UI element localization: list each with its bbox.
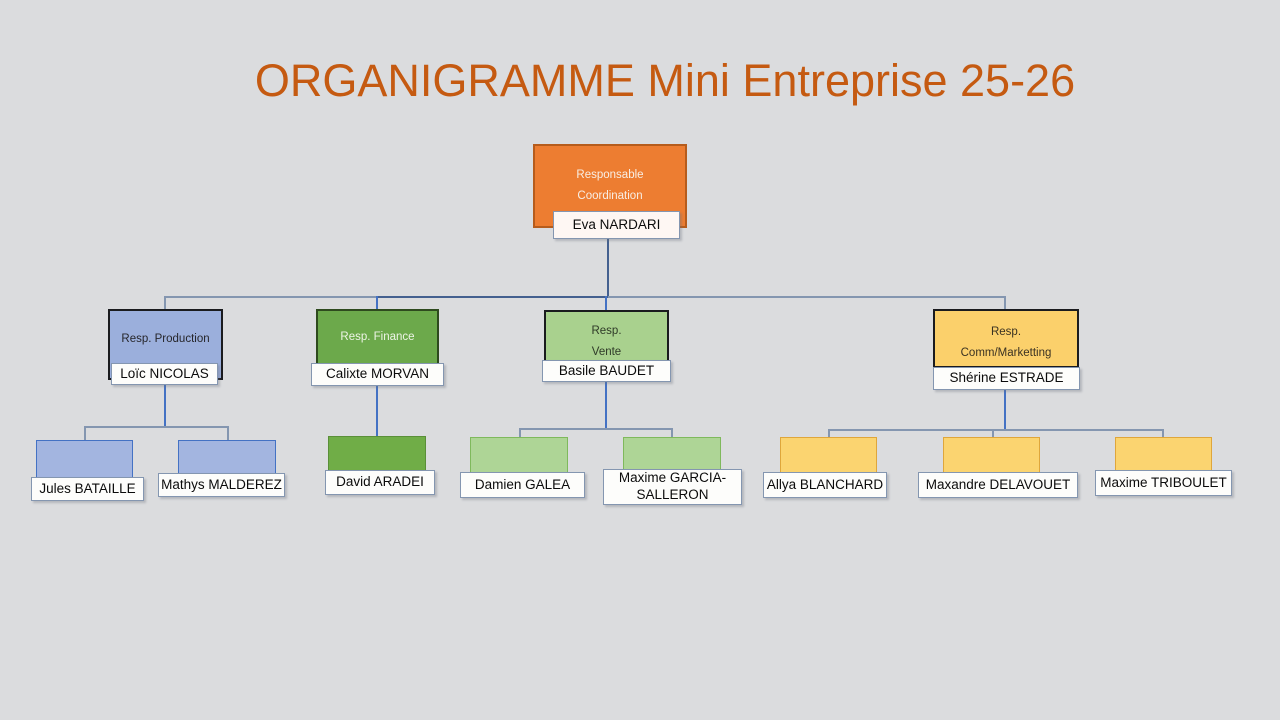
nameplate-calixte-morvan: Calixte MORVAN [311,363,444,386]
connector-drop-damien [519,428,521,438]
node-member-mathys [178,440,276,478]
role-label: Resp. Finance [340,331,415,343]
connector-drop-maxime-gs [671,428,673,438]
person-name: Mathys MALDEREZ [161,476,282,492]
node-resp-vente: Resp. Vente [544,310,669,368]
nameplate-maxime-garcia-salleron: Maxime GARCIA-SALLERON [603,469,742,505]
node-member-damien [470,437,568,473]
connector-comm-vertical [1004,390,1006,431]
connector-drop-production [164,296,166,310]
role-label: Comm/Marketting [960,347,1052,359]
person-name: Damien GALEA [474,476,571,492]
connector-drop-vente [605,296,607,311]
connector-production-bus [84,426,229,428]
page-title: ORGANIGRAMME Mini Entreprise 25-26 [254,55,1076,106]
nameplate-eva-nardari: Eva NARDARI [553,211,680,239]
connector-root-vertical [607,239,609,296]
person-name: Maxandre DELAVOUET [925,476,1071,492]
node-member-david [328,436,426,473]
node-member-maxime-t [1115,437,1212,473]
role-label: Responsable [576,169,644,181]
nameplate-sherine-estrade: Shérine ESTRADE [933,367,1080,390]
person-name: Jules BATAILLE [39,480,136,496]
connector-drop-david [376,386,378,436]
role-label: Vente [591,346,622,358]
connector-level1-bus-center [376,296,608,298]
connector-drop-maxime-t [1162,429,1164,438]
nameplate-maxandre-delavouet: Maxandre DELAVOUET [918,472,1078,498]
node-member-maxandre [943,437,1040,473]
node-resp-comm-marketting: Resp. Comm/Marketting [933,309,1079,368]
person-name: Maxime TRIBOULET [1100,474,1227,490]
person-name: David ARADEI [336,474,424,490]
node-member-maxime-gs [623,437,721,473]
person-name: Basile BAUDET [558,362,655,378]
connector-production-vertical [164,385,166,427]
role-label: Resp. [990,326,1022,338]
role-label: Resp. Production [121,333,210,345]
nameplate-mathys-malderez: Mathys MALDEREZ [158,473,285,497]
person-name: Shérine ESTRADE [949,370,1064,386]
role-label: Coordination [577,190,643,202]
nameplate-loic-nicolas: Loïc NICOLAS [111,363,218,385]
node-member-allya [780,437,877,473]
connector-vente-vertical [605,382,607,430]
connector-drop-maxandre [992,429,994,438]
nameplate-maxime-triboulet: Maxime TRIBOULET [1095,470,1232,496]
nameplate-david-aradei: David ARADEI [325,470,435,495]
node-resp-finance: Resp. Finance [316,309,439,365]
node-member-jules [36,440,133,478]
role-label: Resp. [591,325,622,337]
nameplate-allya-blanchard: Allya BLANCHARD [763,472,887,498]
connector-comm-bus [828,429,1164,431]
nameplate-damien-galea: Damien GALEA [460,472,585,498]
connector-drop-mathys [227,426,229,441]
connector-drop-finance [376,296,378,310]
person-name: Calixte MORVAN [325,366,430,382]
connector-drop-comm [1004,296,1006,310]
person-name: Loïc NICOLAS [120,365,209,381]
person-name: Eva NARDARI [572,216,661,232]
person-name: Maxime GARCIA-SALLERON [618,470,727,502]
connector-drop-allya [828,429,830,438]
connector-vente-bus [519,428,673,430]
nameplate-jules-bataille: Jules BATAILLE [31,477,144,501]
nameplate-basile-baudet: Basile BAUDET [542,360,671,382]
connector-drop-jules [84,426,86,441]
person-name: Allya BLANCHARD [766,476,884,492]
